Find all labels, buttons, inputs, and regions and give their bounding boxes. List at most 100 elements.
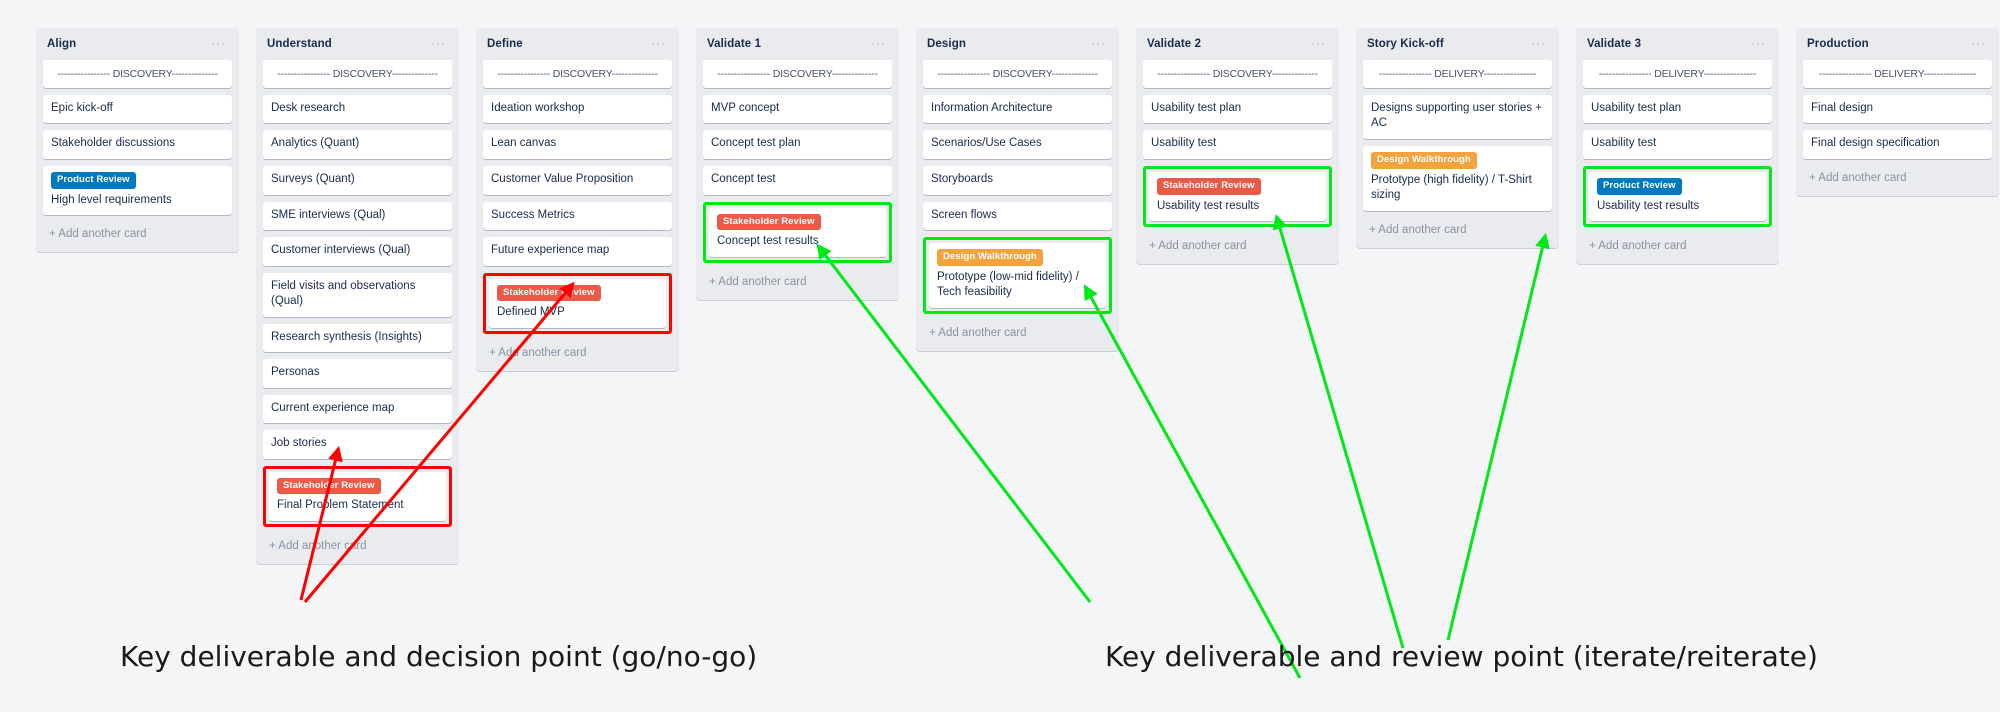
list-menu-icon[interactable]: ··· bbox=[1751, 35, 1766, 50]
card[interactable]: SME interviews (Qual) bbox=[263, 201, 452, 231]
card[interactable]: Success Metrics bbox=[483, 201, 672, 231]
add-another-card-button[interactable]: + Add another card bbox=[269, 539, 367, 552]
card[interactable]: Concept test bbox=[703, 166, 892, 195]
add-another-card-button[interactable]: + Add another card bbox=[1589, 240, 1687, 253]
card[interactable]: Stakeholder discussions bbox=[43, 130, 232, 159]
card[interactable]: Scenarios/Use Cases bbox=[923, 130, 1112, 159]
list-validate-1: Validate 1 ··· ---------------- DISCOVERY-… bbox=[696, 28, 899, 300]
list-title[interactable]: Define bbox=[487, 38, 523, 50]
card-label-badge[interactable]: Stakeholder Review bbox=[717, 213, 821, 231]
phase-divider-card[interactable]: ---------------- DELIVERY---------------… bbox=[1363, 59, 1552, 88]
phase-divider-card[interactable]: ---------------- DELIVERY---------------… bbox=[1583, 59, 1772, 88]
card[interactable]: Field visits and observations (Qual) bbox=[263, 272, 452, 317]
card[interactable]: Usability test bbox=[1583, 130, 1772, 159]
phase-divider-card[interactable]: ---------------- DISCOVERY-------------- bbox=[923, 59, 1112, 88]
card[interactable]: Final design specification bbox=[1803, 130, 1992, 159]
card[interactable]: Ideation workshop bbox=[483, 94, 672, 124]
card[interactable]: Designs supporting user stories + AC bbox=[1363, 94, 1552, 139]
list-title[interactable]: Validate 3 bbox=[1587, 38, 1642, 50]
list-header: Define ··· bbox=[483, 34, 672, 60]
card-label-badge[interactable]: Product Review bbox=[51, 172, 136, 189]
list-menu-icon[interactable]: ··· bbox=[1531, 35, 1546, 50]
card[interactable]: Epic kick-off bbox=[43, 94, 232, 124]
card-title: ---------------- DELIVERY---------------… bbox=[1598, 67, 1757, 80]
card-label-badge[interactable]: Stakeholder Review bbox=[497, 284, 601, 302]
card-title: Concept test plan bbox=[711, 137, 801, 150]
card-title: Screen flows bbox=[931, 208, 997, 221]
list-title[interactable]: Align bbox=[47, 38, 77, 50]
card-label-badge[interactable]: Stakeholder Review bbox=[277, 477, 381, 495]
card[interactable]: Job stories bbox=[263, 430, 452, 459]
card[interactable]: Usability test plan bbox=[1143, 94, 1332, 124]
list-menu-icon[interactable]: ··· bbox=[1311, 35, 1326, 50]
phase-divider-card[interactable]: ---------------- DELIVERY---------------… bbox=[1803, 59, 1992, 88]
list-menu-icon[interactable]: ··· bbox=[651, 35, 666, 50]
card[interactable]: Usability test bbox=[1143, 130, 1332, 159]
card[interactable]: Current experience map bbox=[263, 394, 452, 424]
add-another-card-button[interactable]: + Add another card bbox=[49, 228, 147, 241]
card-title: Job stories bbox=[271, 437, 327, 450]
list-title[interactable]: Understand bbox=[267, 38, 332, 50]
add-another-card-button[interactable]: + Add another card bbox=[709, 275, 807, 288]
list-menu-icon[interactable]: ··· bbox=[871, 35, 886, 50]
card-label-badge[interactable]: Product Review bbox=[1597, 178, 1682, 195]
card[interactable]: Lean canvas bbox=[483, 130, 672, 159]
card-label-badge[interactable]: Design Walkthrough bbox=[937, 249, 1043, 266]
card-label-badge[interactable]: Stakeholder Review bbox=[1157, 178, 1261, 195]
add-another-card-button[interactable]: + Add another card bbox=[489, 346, 587, 359]
list-menu-icon[interactable]: ··· bbox=[1091, 35, 1106, 50]
card[interactable]: Screen flows bbox=[923, 201, 1112, 231]
list-title[interactable]: Validate 2 bbox=[1147, 38, 1202, 50]
add-another-card-button[interactable]: + Add another card bbox=[929, 326, 1027, 339]
card-title: High level requirements bbox=[51, 193, 172, 206]
list-define: Define ··· ---------------- DISCOVERY-----… bbox=[476, 28, 679, 371]
add-another-card-button[interactable]: + Add another card bbox=[1369, 223, 1467, 236]
card-title: Stakeholder discussions bbox=[51, 137, 176, 150]
card[interactable]: Future experience map bbox=[483, 237, 672, 266]
card[interactable]: Final design bbox=[1803, 94, 1992, 124]
card[interactable]: Customer Value Proposition bbox=[483, 166, 672, 195]
card[interactable]: Usability test plan bbox=[1583, 94, 1772, 124]
card[interactable]: MVP concept bbox=[703, 94, 892, 124]
card[interactable]: Analytics (Quant) bbox=[263, 130, 452, 159]
card-title: Research synthesis (Insights) bbox=[271, 330, 422, 343]
card[interactable]: Concept test plan bbox=[703, 130, 892, 159]
card[interactable]: Storyboards bbox=[923, 166, 1112, 195]
card[interactable]: Personas bbox=[263, 359, 452, 388]
card-title: Usability test bbox=[1591, 137, 1657, 150]
kanban-board: Align ··· ---------------- DISCOVERY------… bbox=[36, 28, 1999, 564]
phase-divider-card[interactable]: ---------------- DISCOVERY-------------- bbox=[1143, 59, 1332, 88]
list-title[interactable]: Story Kick-off bbox=[1367, 38, 1444, 50]
card[interactable]: Research synthesis (Insights) bbox=[263, 323, 452, 353]
card-title: Personas bbox=[271, 366, 320, 379]
phase-divider-card[interactable]: ---------------- DISCOVERY-------------- bbox=[43, 59, 232, 88]
card-title: Final Problem Statement bbox=[277, 499, 404, 512]
list-menu-icon[interactable]: ··· bbox=[431, 35, 446, 50]
card-title: Usability test bbox=[1151, 137, 1217, 150]
add-another-card-button[interactable]: + Add another card bbox=[1149, 240, 1247, 253]
card[interactable]: Surveys (Quant) bbox=[263, 166, 452, 195]
list-menu-icon[interactable]: ··· bbox=[211, 35, 226, 50]
list-title[interactable]: Production bbox=[1807, 38, 1869, 50]
list-align: Align ··· ---------------- DISCOVERY------… bbox=[36, 28, 239, 253]
phase-divider-card[interactable]: ---------------- DISCOVERY-------------- bbox=[483, 59, 672, 88]
card-label-badge[interactable]: Design Walkthrough bbox=[1371, 152, 1477, 169]
phase-divider-card[interactable]: ---------------- DISCOVERY-------------- bbox=[263, 59, 452, 88]
card[interactable]: Information Architecture bbox=[923, 94, 1112, 124]
card[interactable]: Customer interviews (Qual) bbox=[263, 237, 452, 266]
list-title[interactable]: Design bbox=[927, 38, 966, 50]
phase-divider-card[interactable]: ---------------- DISCOVERY-------------- bbox=[703, 59, 892, 88]
list-title[interactable]: Validate 1 bbox=[707, 38, 762, 50]
card[interactable]: Desk research bbox=[263, 94, 452, 124]
add-another-card-button[interactable]: + Add another card bbox=[1809, 172, 1907, 184]
list-menu-icon[interactable]: ··· bbox=[1971, 35, 1986, 50]
